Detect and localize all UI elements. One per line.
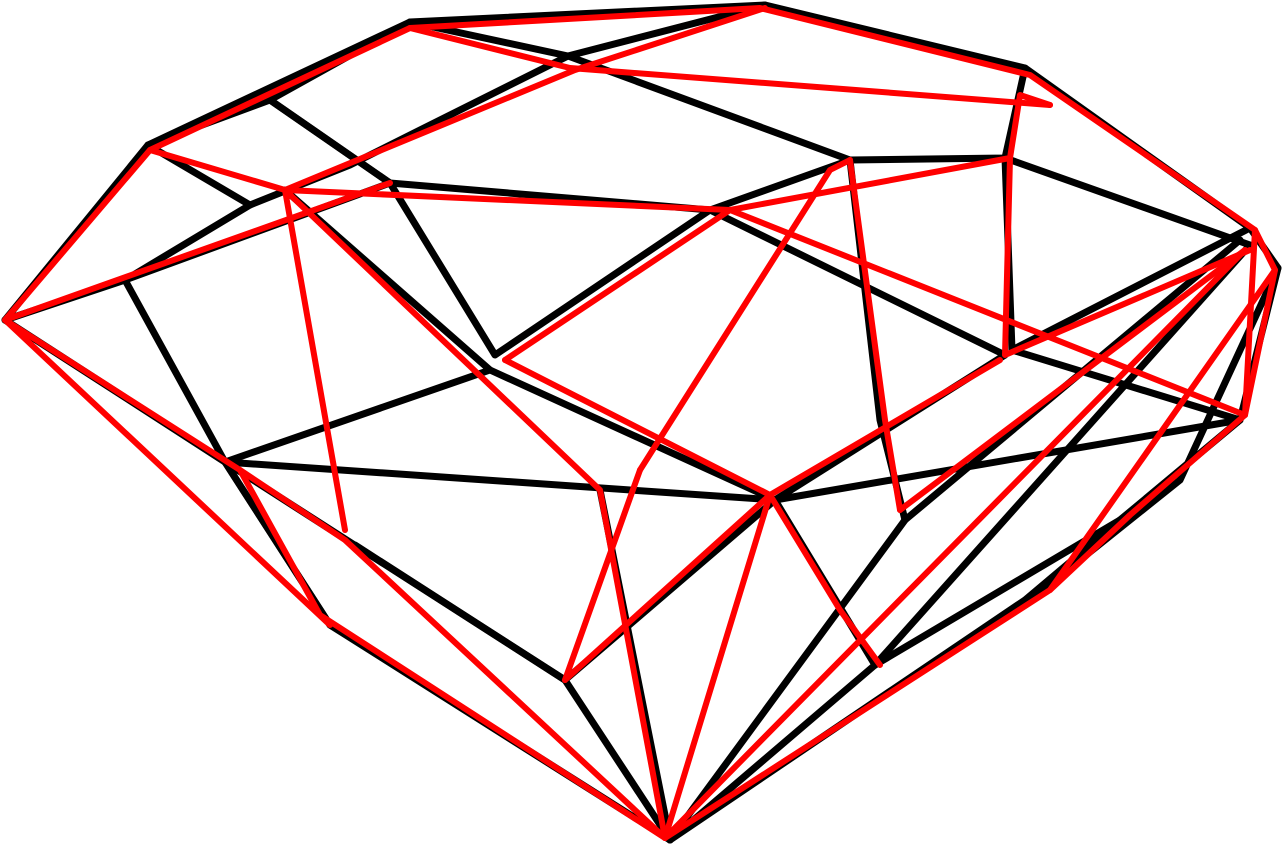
red-wireframe-edge-21 [662, 247, 1248, 841]
red-wireframe-edge-22 [562, 492, 773, 683]
red-wireframe-edge-7 [637, 157, 853, 473]
black-wireframe-edge-28 [871, 241, 1254, 669]
red-wireframe-edge-11 [502, 207, 733, 363]
red-wireframe-edge-9 [1002, 155, 1253, 358]
black-wireframe-edge-21 [666, 236, 1244, 844]
black-wireframe-edge-17 [221, 458, 779, 504]
red-wireframe-edge-1 [2, 5, 1278, 841]
black-wireframe-edge-25 [351, 541, 569, 684]
red-wireframe-edge-6 [282, 187, 668, 841]
red-wireframe-edge-18 [897, 247, 1248, 513]
red-wireframe-edge-5 [282, 187, 348, 533]
black-wireframe-edge-14 [121, 141, 254, 284]
red-wireframe-edge-13 [2, 180, 393, 323]
red-wireframe-edge-3 [407, 25, 1053, 108]
black-wireframe-edge-12 [706, 206, 1009, 359]
red-wireframe-edge-19 [562, 467, 643, 683]
red-wireframe-edge-14 [2, 317, 333, 628]
black-wireframe-edge-9 [1001, 154, 1254, 249]
black-wireframe-edge-5 [266, 96, 394, 187]
red-wireframe-edge-23 [1242, 227, 1258, 418]
red-wireframe-edge-10 [847, 157, 903, 513]
red-wireframe [2, 5, 1278, 841]
black-wireframe-edge-11 [386, 179, 714, 359]
red-wireframe-edge-12 [502, 357, 773, 498]
red-wireframe-edge-20 [1047, 267, 1278, 593]
red-wireframe-edge-2 [147, 5, 768, 193]
red-wireframe-edge-15 [237, 467, 668, 841]
red-wireframe-edge-8 [727, 207, 1248, 418]
black-wireframe-edge-15 [121, 186, 494, 466]
red-wireframe-edge-17 [767, 492, 883, 668]
